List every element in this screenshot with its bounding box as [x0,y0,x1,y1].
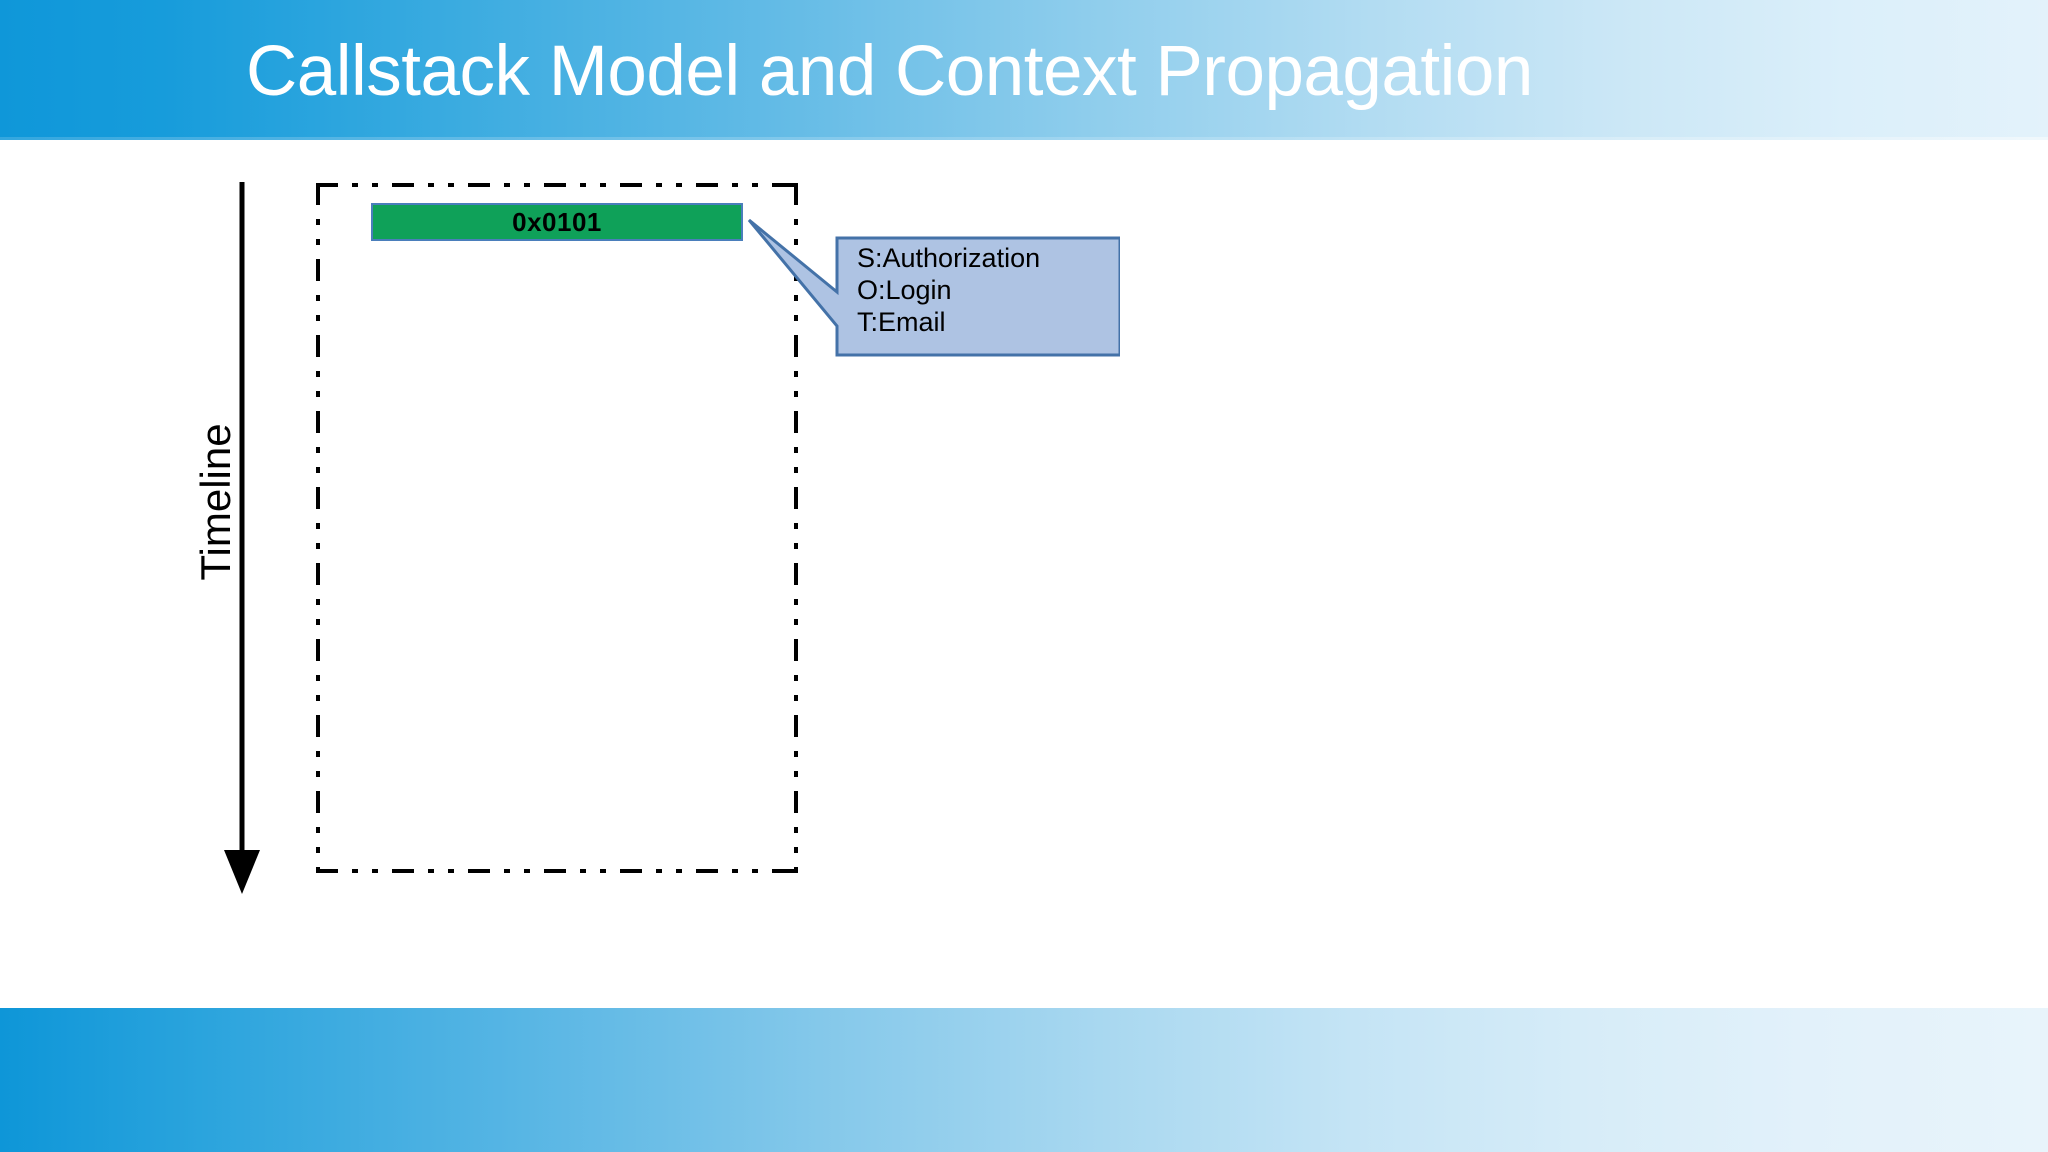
callout-shape [747,218,1120,357]
boundary-edge-bottom [316,869,798,873]
page-title: Callstack Model and Context Propagation [246,32,1533,111]
timeline-arrow-icon [224,182,260,894]
slide-header-underline [0,137,2048,140]
callout-line-service: S:Authorization [857,243,1041,273]
slide-header-band [0,0,2048,137]
boundary-edge-right [794,183,798,873]
callstack-frame-label: 0x0101 [512,206,602,237]
context-callout[interactable]: S:Authorization O:Login T:Email [745,214,1120,359]
boundary-edge-left [316,183,320,873]
callout-line-tag: T:Email [857,307,946,337]
slide-footer-band [0,1008,2048,1152]
callout-line-operation: O:Login [857,275,952,305]
timeline-axis: Timeline [192,178,292,898]
callout-text-block: S:Authorization O:Login T:Email [857,242,1107,338]
timeline-axis-label: Timeline [192,423,239,581]
boundary-edge-top [316,183,798,187]
callstack-boundary [316,183,798,873]
callstack-frame-bar[interactable]: 0x0101 [371,203,743,241]
